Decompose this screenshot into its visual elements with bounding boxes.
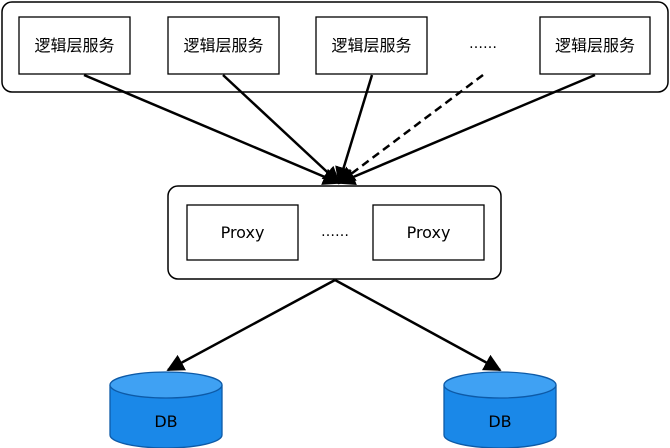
logic-service-4: 逻辑层服务 — [539, 16, 651, 75]
proxy-2: Proxy — [372, 204, 485, 261]
arrow-service-3-to-proxy — [335, 74, 374, 185]
arrow-service-1-to-proxy — [83, 73, 341, 185]
arrow-service-4-to-proxy — [337, 73, 596, 185]
logic-service-4-label: 逻辑层服务 — [555, 36, 635, 55]
proxy-2-label: Proxy — [407, 223, 451, 242]
arrow-proxy-to-db-2 — [334, 278, 502, 372]
db-2-cylinder: DB — [443, 371, 557, 448]
db-1-label: DB — [154, 412, 177, 431]
logic-service-1: 逻辑层服务 — [18, 16, 131, 75]
logic-service-3-label: 逻辑层服务 — [331, 36, 411, 55]
proxy-1: Proxy — [186, 204, 299, 261]
logic-service-2: 逻辑层服务 — [167, 16, 280, 75]
arrow-service-2-to-proxy — [222, 74, 341, 185]
arrow-proxy-to-db-1 — [166, 278, 336, 372]
arrow-ellipsis-to-proxy — [337, 74, 484, 185]
logic-service-3: 逻辑层服务 — [315, 16, 428, 75]
db-2-label: DB — [488, 412, 511, 431]
db-1-cylinder: DB — [109, 371, 223, 448]
logic-layer-ellipsis: …… — [469, 36, 497, 52]
logic-service-2-label: 逻辑层服务 — [183, 36, 263, 55]
logic-service-1-label: 逻辑层服务 — [34, 36, 114, 55]
proxy-1-label: Proxy — [221, 223, 265, 242]
proxy-layer-ellipsis: …… — [321, 224, 349, 240]
